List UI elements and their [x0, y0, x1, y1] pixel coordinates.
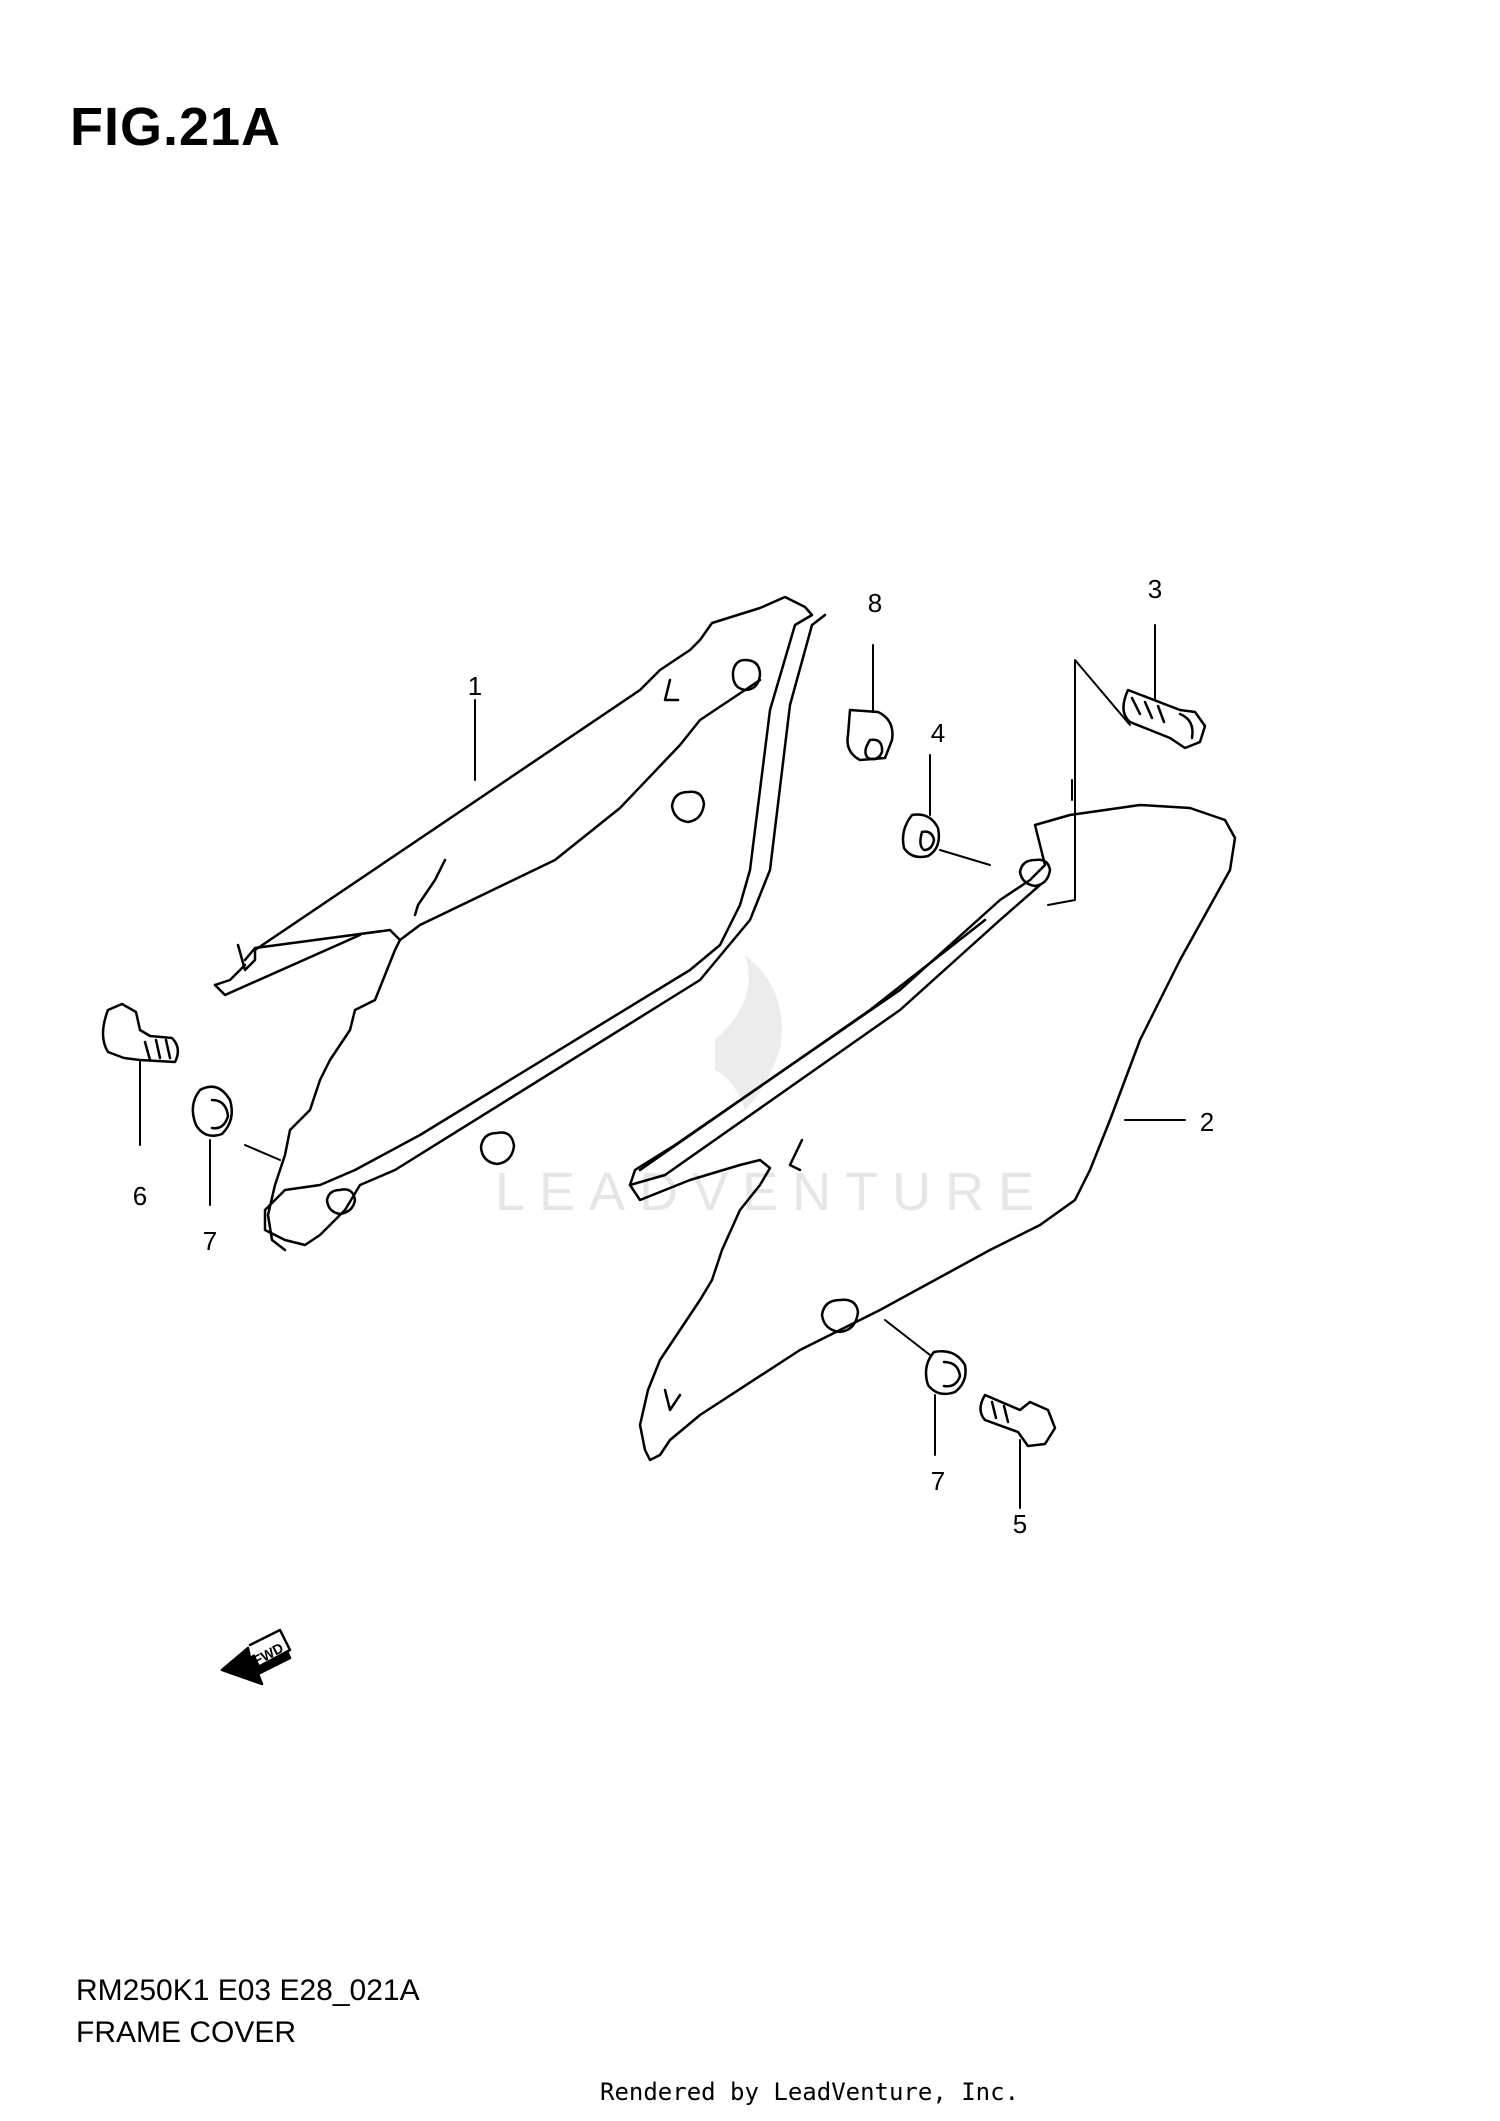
part-8-cushion[interactable] [846, 708, 894, 762]
callout-7-right: 7 [931, 1466, 945, 1496]
frame-cover-left[interactable] [213, 595, 827, 1252]
part-5-bolt[interactable] [979, 1393, 1057, 1448]
part-3-bolt[interactable] [1122, 688, 1207, 750]
callout-4: 4 [931, 718, 945, 748]
callout-7-left: 7 [203, 1226, 217, 1256]
figure-title: FIG.21A [70, 97, 282, 157]
frame-cover-right[interactable] [628, 803, 1237, 1462]
watermark-logo [715, 955, 782, 1110]
rendered-by: Rendered by LeadVenture, Inc. [600, 2078, 1020, 2106]
callout-5: 5 [1013, 1509, 1027, 1539]
part-7-grommet-right[interactable] [924, 1350, 967, 1396]
diagram-code: RM250K1 E03 E28_021A [76, 1974, 420, 2007]
part-7-grommet-left[interactable] [191, 1085, 233, 1137]
callout-2: 2 [1200, 1107, 1214, 1137]
watermark: LEADVENTURE [495, 955, 1048, 1222]
callout-labels: 1 2 3 4 5 6 7 7 8 FWD [133, 574, 1214, 1669]
callout-1: 1 [468, 671, 482, 701]
diagram-name: FRAME COVER [76, 2016, 297, 2049]
fwd-arrow-icon [220, 1628, 292, 1686]
callout-6: 6 [133, 1181, 147, 1211]
callout-3: 3 [1148, 574, 1162, 604]
leader-lines [139, 624, 1186, 1509]
callout-8: 8 [868, 588, 882, 618]
part-6-bolt[interactable] [101, 1002, 180, 1064]
watermark-text: LEADVENTURE [495, 1162, 1048, 1222]
part-4-grommet[interactable] [901, 813, 941, 859]
